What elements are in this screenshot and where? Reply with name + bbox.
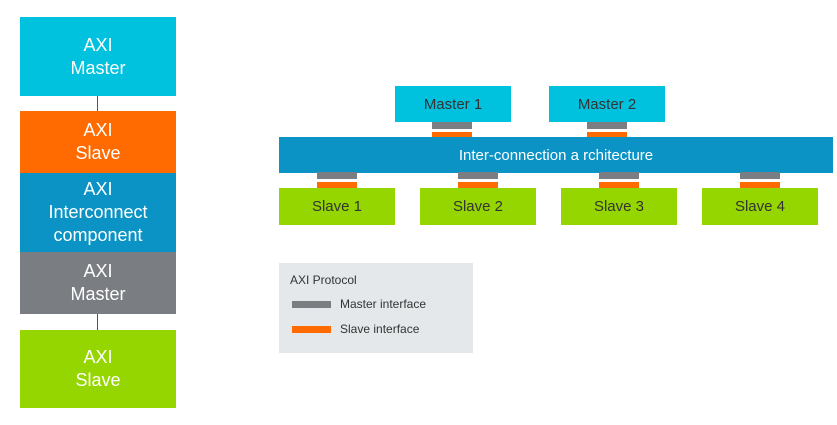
slave-4-slave-interface (740, 182, 780, 189)
master-2-label: Master 2 (577, 95, 637, 113)
legend-slave-label: Slave interface (340, 322, 420, 336)
slave-2-slave-interface (458, 182, 498, 189)
stack-axi-master-top: AXI Master (20, 17, 176, 96)
stack-interconnect-label: AXI Interconnect component (48, 179, 148, 245)
slave-4-box: Slave 4 (702, 188, 818, 225)
stack-axi-master-top-label: AXI Master (70, 34, 126, 78)
slave-1-box: Slave 1 (279, 188, 395, 225)
legend-title: AXI Protocol (290, 273, 357, 287)
slave-1-master-interface (317, 172, 357, 179)
stack-axi-slave-bottom: AXI Slave (20, 330, 176, 408)
interconnect-bar: Inter-connection a rchitecture (279, 137, 833, 173)
legend-slave-swatch (292, 326, 331, 333)
slave-4-label: Slave 4 (734, 198, 786, 215)
slave-1-label: Slave 1 (311, 198, 363, 215)
slave-3-label: Slave 3 (593, 198, 645, 215)
slave-4-master-interface (740, 172, 780, 179)
stack-axi-slave-top: AXI Slave (20, 111, 176, 173)
master-1-label: Master 1 (423, 95, 483, 113)
slave-3-master-interface (599, 172, 639, 179)
slave-1-slave-interface (317, 182, 357, 189)
stack-axi-slave-top-label: AXI Slave (75, 120, 121, 163)
master-1-box: Master 1 (395, 86, 511, 122)
legend-master-swatch (292, 301, 331, 308)
stack-axi-master-bottom: AXI Master (20, 252, 176, 314)
stack-axi-slave-bottom-label: AXI Slave (75, 347, 121, 390)
legend-panel: AXI Protocol Master interface Slave inte… (279, 263, 473, 353)
stack-connector-bottom (97, 314, 98, 330)
master-2-box: Master 2 (549, 86, 665, 122)
legend-master-label: Master interface (340, 297, 427, 311)
slave-2-box: Slave 2 (420, 188, 536, 225)
stack-interconnect: AXI Interconnect component (20, 173, 176, 252)
stack-connector-top (97, 96, 98, 111)
master-1-slave-interface (432, 132, 472, 139)
interconnect-label: Inter-connection a rchitecture (458, 146, 654, 164)
master-2-master-interface (587, 122, 627, 129)
slave-2-label: Slave 2 (452, 198, 504, 215)
master-2-slave-interface (587, 132, 627, 139)
slave-2-master-interface (458, 172, 498, 179)
stack-axi-master-bottom-label: AXI Master (70, 261, 126, 304)
master-1-master-interface (432, 122, 472, 129)
slave-3-slave-interface (599, 182, 639, 189)
slave-3-box: Slave 3 (561, 188, 677, 225)
